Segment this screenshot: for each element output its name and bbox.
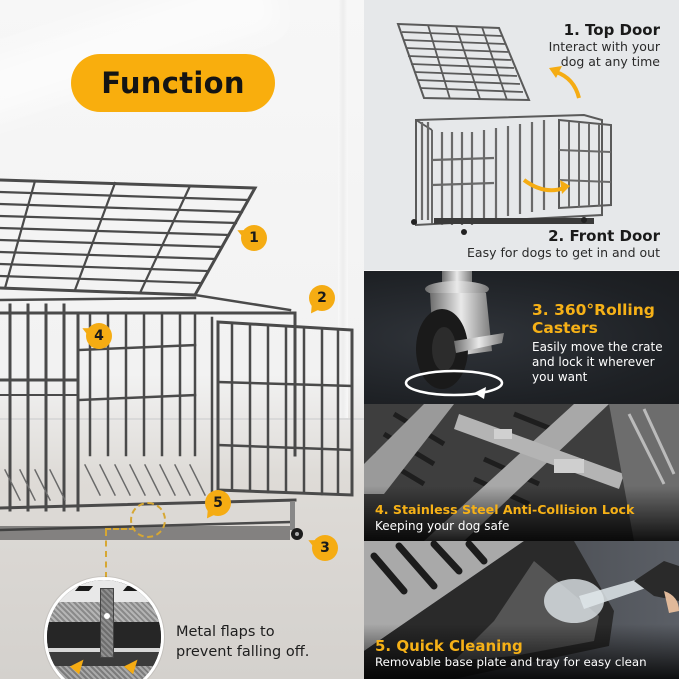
feature-subtitle-front-door: Easy for dogs to get in and out: [467, 245, 660, 260]
rotation-arrow-icon: [404, 369, 504, 397]
top-door-arrow: [555, 70, 581, 99]
water-spray: [544, 579, 604, 623]
feature-title-front-door: 2. Front Door: [548, 227, 660, 245]
marker-1: 1: [241, 225, 267, 251]
cage-illustration: [0, 178, 354, 540]
detail-leader-line-vertical: [105, 530, 107, 578]
metal-flap: [100, 588, 114, 658]
floor-line: [0, 418, 364, 420]
marker-3: 3: [312, 535, 338, 561]
feature-panels: 1. Top Door Interact with your dog at an…: [364, 0, 679, 679]
feature-subtitle-cleaning: Removable base plate and tray for easy c…: [375, 655, 647, 669]
metal-flap-detail-zoom: [44, 577, 164, 679]
feature-panel-casters: 3. 360°Rolling Casters Easily move the c…: [364, 271, 679, 404]
feature-subtitle-top-door: Interact with your dog at any time: [548, 39, 660, 69]
feature-subtitle-lock: Keeping your dog safe: [375, 519, 510, 533]
feature-title-lock: 4. Stainless Steel Anti-Collision Lock: [375, 502, 635, 517]
feature-title-top-door: 1. Top Door: [563, 21, 660, 39]
metal-flap-caption: Metal flaps to prevent falling off.: [176, 624, 310, 660]
front-door-arrow: [522, 178, 565, 193]
caster-wheel: [290, 502, 303, 540]
marker-4: 4: [86, 323, 112, 349]
marker-5: 5: [205, 490, 231, 516]
detail-highlight-ring: [130, 502, 166, 538]
function-badge: Function: [71, 54, 275, 112]
feature-subtitle-casters: Easily move the crate and lock it wherev…: [532, 340, 663, 384]
wall-edge: [338, 0, 348, 420]
crate-doors-illustration: [396, 22, 612, 235]
detail-leader-line: [105, 528, 135, 530]
feature-title-cleaning: 5. Quick Cleaning: [375, 637, 523, 655]
hero-cage-panel: Function: [0, 0, 364, 679]
marker-2: 2: [309, 285, 335, 311]
caster-wheel-illustration: [404, 271, 504, 399]
feature-panel-doors: 1. Top Door Interact with your dog at an…: [364, 0, 679, 270]
feature-panel-lock: 4. Stainless Steel Anti-Collision Lock K…: [364, 404, 679, 541]
feature-panel-cleaning: 5. Quick Cleaning Removable base plate a…: [364, 541, 679, 679]
feature-title-casters: 3. 360°Rolling Casters: [532, 301, 655, 337]
